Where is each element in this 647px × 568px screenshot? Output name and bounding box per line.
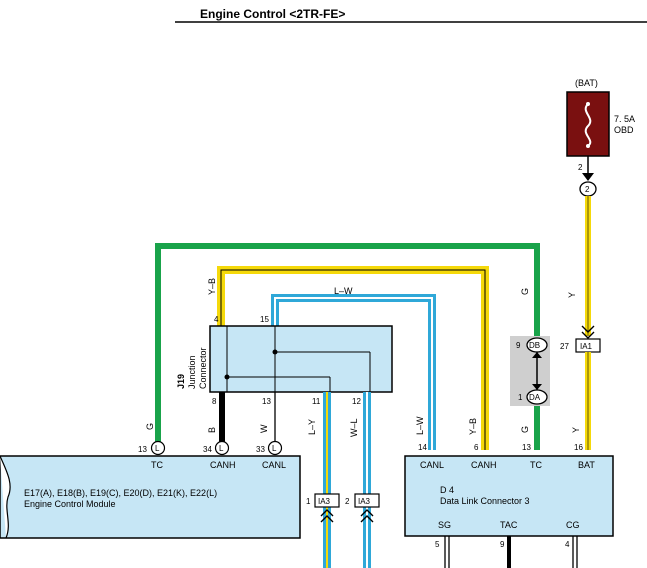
- j19-node-canh: [224, 374, 230, 380]
- ecm-conn-l-2: [214, 440, 230, 456]
- dlc-terminal-tac: TAC: [500, 520, 518, 530]
- j19-pin-13: 13: [262, 397, 271, 406]
- wire-label-g-ecm: G: [145, 423, 155, 430]
- dlc-terminal-cg: CG: [566, 520, 580, 530]
- j19-pin-11: 11: [312, 397, 321, 406]
- db-label: DB: [529, 341, 540, 350]
- dlc-pin-5: 5: [435, 540, 440, 549]
- fuse-terminal-bottom: [586, 144, 590, 148]
- page-title: Engine Control <2TR-FE>: [200, 7, 345, 21]
- wire-canh-yb-stripe: [220, 269, 486, 450]
- wire-label-b: B: [207, 427, 217, 433]
- wire-label-g-dlc-top: G: [520, 288, 530, 295]
- ia3-label-2: IA3: [358, 497, 371, 506]
- junction-code: J19: [176, 374, 186, 389]
- dlc-name: Data Link Connector 3: [440, 496, 530, 506]
- fuse-rating: 7. 5A: [614, 114, 635, 124]
- dlc-terminal-canh: CANH: [471, 460, 497, 470]
- wire-label-ly: L–Y: [307, 419, 317, 435]
- ecm-conn-l-3-label: L: [272, 444, 277, 453]
- ia3-chevron-1-icon: [320, 509, 334, 523]
- fuse-arrow-icon: [582, 173, 594, 181]
- j19-pin-8: 8: [212, 397, 217, 406]
- fuse-terminal-top: [586, 102, 590, 106]
- wire-label-y-bat-bottom: Y: [571, 427, 581, 433]
- ia3-connector-2: [354, 493, 380, 508]
- ia3-label-1: IA3: [318, 497, 331, 506]
- wire-canl-lw-stripe: [274, 297, 433, 450]
- ecm-box: [0, 455, 301, 539]
- fuse-icon: [584, 103, 592, 147]
- dlc-box: [404, 455, 614, 537]
- wire-label-lw-top: L–W: [334, 286, 353, 296]
- wire-label-lw-dlc: L–W: [415, 416, 425, 435]
- j19-node-canl: [272, 349, 278, 355]
- dlc-terminal-canl: CANL: [420, 460, 444, 470]
- ecm-pin-33: 33: [256, 445, 265, 454]
- wire-label-yb-top: Y–B: [207, 278, 217, 295]
- ecm-terminal-tc: 13 L TC: [138, 440, 166, 470]
- j19-pin-12: 12: [352, 397, 361, 406]
- fuse-name: OBD: [614, 125, 634, 135]
- wire-label-yb-dlc: Y–B: [468, 418, 478, 435]
- junction-connector-j19: [209, 325, 393, 393]
- dlc-pin-16: 16: [574, 443, 583, 452]
- ia1-pin: 27: [560, 342, 569, 351]
- ecm-terminal-tc-name: TC: [151, 460, 163, 470]
- dlc-pin-13: 13: [522, 443, 531, 452]
- wire-tc-green-loop: [155, 243, 540, 447]
- ia3-pin-2: 2: [345, 497, 350, 506]
- dlc-pin-4: 4: [565, 540, 570, 549]
- db-pin: 9: [516, 341, 521, 350]
- fuse-supply-label: (BAT): [575, 78, 598, 88]
- ecm-name: Engine Control Module: [24, 499, 116, 509]
- da-label: DA: [529, 393, 541, 402]
- ecm-conn-l-1-label: L: [155, 444, 160, 453]
- wire-label-y-bat-top: Y: [567, 292, 577, 298]
- ecm-terminal-canh-name: CANH: [210, 460, 236, 470]
- wire-label-g-dlc-bottom: G: [520, 426, 530, 433]
- ecm-terminal-canh: 34 L CANH: [203, 440, 236, 470]
- db-arrow-icon: [532, 352, 542, 358]
- ecm-conn-l-2-label: L: [219, 444, 224, 453]
- ecm-codes: E17(A), E18(B), E19(C), E20(D), E21(K), …: [24, 488, 217, 498]
- wire-label-w: W: [259, 424, 269, 433]
- ecm-conn-l-1: [150, 440, 166, 456]
- fuse-pin: 2: [578, 163, 583, 172]
- dlc-terminal-bat: BAT: [578, 460, 595, 470]
- ecm-pin-34: 34: [203, 445, 212, 454]
- wire-label-wl: W–L: [349, 418, 359, 437]
- j19-pin-4: 4: [214, 315, 219, 324]
- junction-name-2: Connector: [198, 347, 208, 389]
- fuse-connector-label: 2: [585, 185, 590, 194]
- dlc-terminal-tc: TC: [530, 460, 542, 470]
- dlc-code: D 4: [440, 485, 454, 495]
- da-connector: [526, 389, 548, 405]
- ia1-label: IA1: [580, 342, 593, 351]
- ia1-chevron-icon: [581, 325, 595, 339]
- dlc-pin-6: 6: [474, 443, 479, 452]
- da-arrow-icon: [532, 384, 542, 390]
- ecm-conn-l-3: [267, 440, 283, 456]
- ia3-connector-1: [314, 493, 340, 508]
- ecm-terminal-canl: 33 L CANL: [256, 440, 286, 470]
- j19-pin-15: 15: [260, 315, 269, 324]
- ia3-pin-1: 1: [306, 497, 311, 506]
- dlc-pin-14: 14: [418, 443, 427, 452]
- ecm-terminal-canl-name: CANL: [262, 460, 286, 470]
- junction-name-1: Junction: [187, 355, 197, 389]
- dlc-pin-9: 9: [500, 540, 505, 549]
- da-pin: 1: [518, 393, 523, 402]
- dlc-terminal-sg: SG: [438, 520, 451, 530]
- ecm-break-edge: [0, 455, 11, 539]
- ia3-chevron-2-icon: [360, 509, 374, 523]
- ecm-pin-13: 13: [138, 445, 147, 454]
